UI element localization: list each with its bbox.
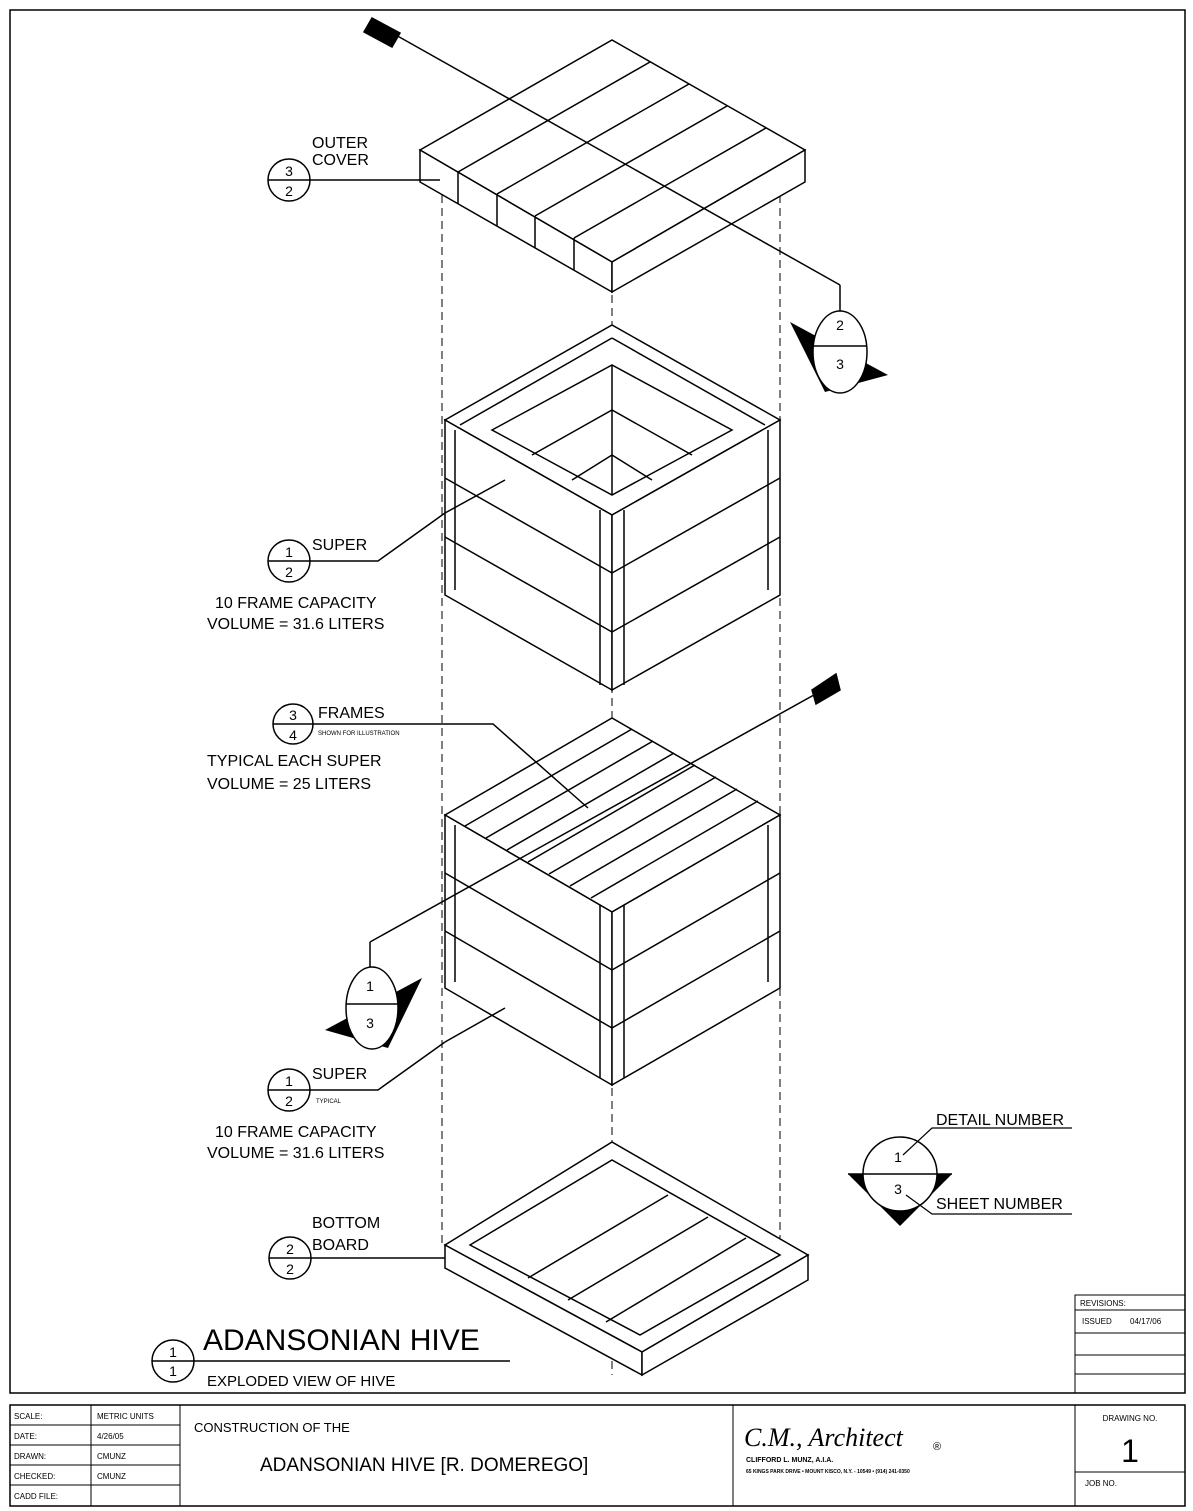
revisions-issued-date: 04/17/06	[1130, 1317, 1162, 1326]
section-marker-lower-bottom: 3	[366, 1015, 374, 1031]
drawing-no: 1	[1121, 1433, 1139, 1469]
firm-address: 65 KINGS PARK DRIVE • MOUNT KISCO, N.Y. …	[746, 1469, 910, 1475]
super-lower-note: TYPICAL	[316, 1099, 342, 1105]
firm-name: C.M., Architect	[744, 1423, 904, 1452]
project-line2: ADANSONIAN HIVE [R. DOMEREGO]	[260, 1455, 588, 1476]
tb-date-value: 4/26/05	[97, 1432, 124, 1441]
section-marker-lower: 1 3	[325, 966, 422, 1050]
frames-ref-bottom: 4	[289, 727, 297, 743]
revisions-issued-label: ISSUED	[1082, 1317, 1112, 1326]
section-marker-upper: 2 3	[790, 310, 888, 394]
section-cut-upper	[362, 16, 841, 312]
drawing-title-ref-top: 1	[169, 1344, 177, 1360]
drawing-title-ref-bottom: 1	[169, 1363, 177, 1379]
bottom-board	[443, 1141, 810, 1377]
super-upper-volume: VOLUME = 31.6 LITERS	[207, 616, 384, 633]
outer-cover-ref-bottom: 2	[285, 183, 293, 199]
bottom-board-label-line2: BOARD	[312, 1237, 369, 1254]
outer-cover-ref-top: 3	[285, 163, 293, 179]
super-lower-capacity: 10 FRAME CAPACITY	[215, 1124, 377, 1141]
super-upper-capacity: 10 FRAME CAPACITY	[215, 595, 377, 612]
tb-drawn-value: CMUNZ	[97, 1452, 126, 1461]
hive-drawing	[362, 16, 841, 1377]
super-upper-label: SUPER	[312, 537, 367, 554]
frames-label: FRAMES	[318, 705, 385, 722]
super-upper	[443, 324, 782, 692]
tb-scale-value: METRIC UNITS	[97, 1412, 154, 1421]
firm-block: C.M., Architect ® CLIFFORD L. MUNZ, A.I.…	[744, 1423, 941, 1475]
outer-cover	[418, 39, 807, 294]
tb-cadd-label: CADD FILE:	[14, 1492, 58, 1501]
drawing-title: 1 1 ADANSONIAN HIVE EXPLODED VIEW OF HIV…	[151, 1324, 510, 1390]
frames-typical: TYPICAL EACH SUPER	[207, 753, 382, 770]
frames-callout: 3 4 FRAMES SHOWN FOR ILLUSTRATION TYPICA…	[207, 703, 589, 809]
drawing-title-text: ADANSONIAN HIVE	[203, 1324, 480, 1357]
tb-scale-label: SCALE:	[14, 1412, 42, 1421]
drawing-subtitle-text: EXPLODED VIEW OF HIVE	[207, 1373, 395, 1390]
job-no-label: JOB NO.	[1085, 1479, 1117, 1488]
firm-mark: ®	[933, 1441, 941, 1453]
title-block-rows: SCALE: METRIC UNITS DATE: 4/26/05 DRAWN:…	[14, 1412, 154, 1501]
frames-note: SHOWN FOR ILLUSTRATION	[318, 731, 400, 737]
section-cut-lower	[369, 672, 841, 968]
project-line1: CONSTRUCTION OF THE	[194, 1420, 350, 1435]
drawing-no-label: DRAWING NO.	[1103, 1414, 1158, 1423]
drawing-border	[9, 9, 1186, 1394]
frames-volume: VOLUME = 25 LITERS	[207, 776, 371, 793]
outer-cover-label-line2: COVER	[312, 152, 369, 169]
revisions-box	[1074, 1294, 1186, 1394]
frames-ref-top: 3	[289, 707, 297, 723]
section-marker-lower-top: 1	[366, 978, 374, 994]
legend-detail-number: DETAIL NUMBER	[936, 1112, 1064, 1129]
tb-checked-value: CMUNZ	[97, 1472, 126, 1481]
super-upper-callout: 1 2 SUPER 10 FRAME CAPACITY VOLUME = 31.…	[207, 479, 506, 633]
tb-drawn-label: DRAWN:	[14, 1452, 46, 1461]
outer-cover-label-line1: OUTER	[312, 135, 368, 152]
super-upper-ref-top: 1	[285, 544, 293, 560]
firm-person: CLIFFORD L. MUNZ, A.I.A.	[746, 1457, 833, 1464]
tb-date-label: DATE:	[14, 1432, 37, 1441]
super-lower-ref-bottom: 2	[285, 1093, 293, 1109]
bottom-board-ref-bottom: 2	[286, 1261, 294, 1277]
super-lower-label: SUPER	[312, 1066, 367, 1083]
symbol-legend: 1 3 DETAIL NUMBER SHEET NUMBER	[848, 1112, 1072, 1226]
legend-bottom-number: 3	[894, 1181, 902, 1197]
super-lower-volume: VOLUME = 31.6 LITERS	[207, 1145, 384, 1162]
super-lower-callout: 1 2 SUPER TYPICAL 10 FRAME CAPACITY VOLU…	[207, 1007, 506, 1162]
revisions-header: REVISIONS:	[1080, 1299, 1126, 1308]
tb-checked-label: CHECKED:	[14, 1472, 55, 1481]
bottom-board-label-line1: BOTTOM	[312, 1215, 380, 1232]
super-frames	[443, 717, 782, 1087]
title-block-grid	[10, 1405, 1185, 1506]
super-lower-ref-top: 1	[285, 1073, 293, 1089]
bottom-board-ref-top: 2	[286, 1241, 294, 1257]
legend-sheet-number: SHEET NUMBER	[936, 1196, 1063, 1213]
legend-top-number: 1	[894, 1149, 902, 1165]
outer-cover-callout: OUTER COVER 3 2	[267, 135, 440, 202]
title-block-border	[9, 1404, 1186, 1507]
section-marker-upper-bottom: 3	[836, 356, 844, 372]
section-marker-upper-top: 2	[836, 317, 844, 333]
bottom-board-callout: BOTTOM BOARD 2 2	[268, 1215, 445, 1280]
super-upper-ref-bottom: 2	[285, 564, 293, 580]
